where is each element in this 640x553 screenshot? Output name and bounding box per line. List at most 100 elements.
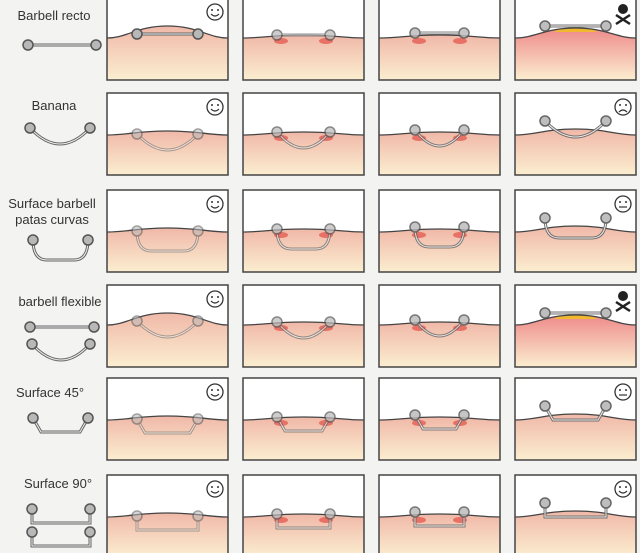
- jewelry: [271, 29, 336, 41]
- skull-face-icon: [615, 4, 631, 26]
- panel-banana-2: [242, 92, 365, 176]
- jewelry-bar-highlight: [136, 320, 199, 338]
- panel-border: [378, 284, 501, 368]
- jewelry-illustration-banana: [24, 122, 96, 146]
- skin: [379, 35, 500, 80]
- mouth: [210, 490, 220, 494]
- jewelry-bar-highlight: [29, 127, 91, 145]
- panel-surface45-1: [106, 377, 229, 461]
- eye: [625, 486, 627, 488]
- eye: [211, 201, 213, 203]
- skin: [515, 511, 636, 553]
- jewelry-bar: [31, 239, 90, 262]
- skin: [243, 514, 364, 553]
- jewelry-bar-highlight: [414, 319, 465, 337]
- bead: [324, 411, 336, 423]
- panel-border: [378, 92, 501, 176]
- panel-surface90-4: [514, 474, 637, 553]
- bead: [409, 124, 421, 136]
- mouth: [618, 490, 628, 494]
- panel-banana-4: [514, 92, 637, 176]
- jewelry: [539, 20, 612, 32]
- skin: [515, 315, 636, 367]
- skin-surface: [242, 131, 365, 136]
- jewelry: [131, 28, 204, 40]
- irritation-mark: [453, 38, 467, 44]
- jewelry: [271, 411, 336, 433]
- bead: [84, 503, 96, 515]
- bead: [271, 29, 283, 41]
- bead: [84, 338, 96, 350]
- bead: [600, 115, 612, 127]
- jewelry-illustration-surface90: [26, 503, 96, 548]
- skin-surface: [514, 128, 637, 136]
- face-circle: [206, 290, 224, 308]
- jewelry: [409, 221, 470, 249]
- jewelry-bar-highlight: [414, 512, 465, 527]
- jewelry-bar-highlight: [31, 343, 91, 361]
- smile-face-icon: [206, 480, 224, 498]
- skin: [107, 513, 228, 553]
- bead: [271, 126, 283, 138]
- bead: [192, 225, 204, 237]
- row-label-banana: Banana: [31, 98, 77, 113]
- face-circle: [614, 98, 632, 116]
- smile-face-icon: [206, 290, 224, 308]
- jewelry: [271, 508, 336, 530]
- jewelry: [131, 225, 204, 253]
- jewelry: [409, 27, 470, 39]
- jewelry-bar-highlight: [544, 120, 607, 138]
- crossbones: [615, 13, 631, 26]
- bead: [24, 321, 36, 333]
- jewelry: [27, 234, 94, 262]
- panel-surface90-3: [378, 474, 501, 553]
- bead: [192, 315, 204, 327]
- skin: [379, 132, 500, 175]
- smile-face-icon: [206, 98, 224, 116]
- bead: [192, 510, 204, 522]
- panel-surface90-2: [242, 474, 365, 553]
- bead: [82, 234, 94, 246]
- face-circle: [614, 195, 632, 213]
- eye: [217, 486, 219, 488]
- bead: [22, 39, 34, 51]
- face-circle: [206, 480, 224, 498]
- skin: [379, 514, 500, 553]
- bead: [539, 400, 551, 412]
- eye: [217, 389, 219, 391]
- eye: [619, 104, 621, 106]
- bead: [271, 316, 283, 328]
- panel-border: [242, 284, 365, 368]
- jewelry-bar-highlight: [414, 414, 465, 430]
- skin-surface: [242, 321, 365, 326]
- jewelry-bar: [31, 417, 90, 434]
- bead: [131, 510, 143, 522]
- neutral-face-icon: [614, 383, 632, 401]
- jewelry: [409, 409, 470, 431]
- bead: [82, 412, 94, 424]
- bead: [192, 413, 204, 425]
- bead: [324, 126, 336, 138]
- row-label-surface-curved: Surface barbell patas curvas: [8, 196, 96, 227]
- bead: [539, 307, 551, 319]
- jewelry: [409, 314, 470, 338]
- panel-border: [106, 474, 229, 553]
- bead: [324, 316, 336, 328]
- panel-border: [514, 189, 637, 273]
- bead: [458, 314, 470, 326]
- mouth: [210, 205, 220, 209]
- bead: [539, 115, 551, 127]
- jewelry-bar-highlight: [31, 532, 91, 547]
- skin: [515, 129, 636, 175]
- bead: [600, 307, 612, 319]
- panel-border: [514, 474, 637, 553]
- panel-border: [242, 0, 365, 81]
- skin-surface: [106, 130, 229, 136]
- jewelry-bar-highlight: [136, 516, 199, 531]
- eye: [619, 389, 621, 391]
- skin: [243, 417, 364, 460]
- skin-surface: [106, 312, 229, 326]
- jewelry-bar: [30, 532, 92, 548]
